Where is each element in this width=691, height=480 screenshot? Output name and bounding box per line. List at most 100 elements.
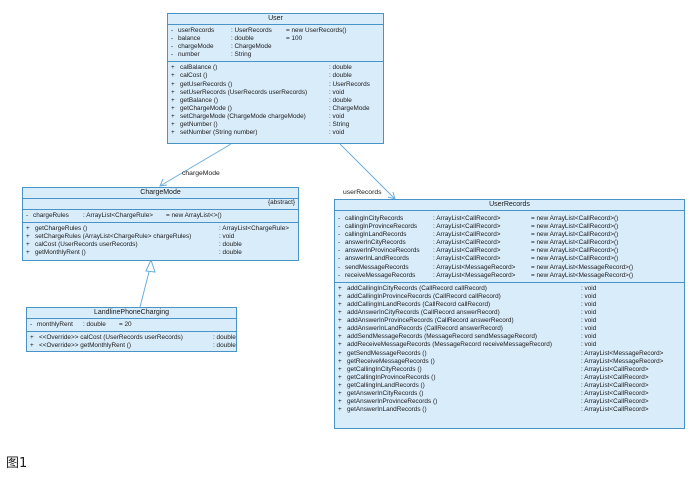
class-landlinephonecharging[interactable]: LandlinePhoneCharging -monthlyRent: doub…	[26, 307, 237, 352]
generalization-line	[139, 267, 151, 308]
visibility-marker: -	[338, 239, 341, 247]
visibility-marker: +	[338, 300, 342, 308]
visibility-marker: -	[338, 223, 341, 231]
userrecords-association-line	[339, 143, 396, 200]
method-signature: getChargeRules ()	[35, 225, 88, 233]
method-return-type: : UserRecords	[329, 80, 370, 88]
method-row: +getReceiveMessageRecords (): ArrayList<…	[335, 358, 684, 366]
attribute-row: -receiveMessageRecords: ArrayList<Messag…	[335, 272, 684, 280]
attribute-type: : ArrayList<CallRecord>	[433, 239, 501, 247]
method-row: +addCallingInCityRecords (CallRecord cal…	[335, 285, 684, 293]
method-row: +setNumber (String number): void	[168, 129, 383, 137]
method-row: +getCallingInLandRecords (): ArrayList<C…	[335, 382, 684, 390]
method-signature: addAnswerInLandRecords (CallRecord answe…	[347, 325, 503, 333]
attribute-name: chargeMode	[178, 43, 214, 51]
attribute-initial-value: = 100	[286, 35, 303, 43]
method-row: +setChargeRules (ArrayList<ChargeRule> c…	[23, 233, 298, 241]
method-row: +<<Override>> calCost (UserRecords userR…	[27, 334, 236, 342]
attribute-type: : ArrayList<CallRecord>	[433, 255, 501, 263]
method-return-type: : String	[329, 121, 350, 129]
visibility-marker: -	[338, 231, 341, 239]
method-return-type: : void	[581, 309, 597, 317]
class-name: UserRecords	[335, 200, 684, 211]
method-return-type: : ChargeMode	[329, 104, 370, 112]
attribute-name: callingInLandRecords	[345, 231, 407, 239]
visibility-marker: -	[30, 321, 33, 328]
attribute-type: : ArrayList<CallRecord>	[433, 247, 501, 255]
attribute-initial-value: = new ArrayList<CallRecord>()	[531, 255, 619, 263]
method-signature: addAnswerInCityRecords (CallRecord answe…	[347, 309, 500, 317]
attribute-type: : ChargeMode	[231, 43, 272, 51]
visibility-marker: -	[338, 263, 341, 271]
method-signature: getReceiveMessageRecords ()	[347, 357, 435, 365]
method-row: +getNumber (): String	[168, 121, 383, 129]
attribute-type: : ArrayList<CallRecord>	[433, 223, 501, 231]
visibility-marker: +	[338, 292, 342, 300]
attribute-name: answerInLandRecords	[345, 255, 409, 263]
method-signature: getCallingInProvinceRecords ()	[347, 373, 436, 381]
method-signature: calBalance ()	[180, 64, 218, 72]
attribute-initial-value: = new ArrayList<CallRecord>()	[531, 247, 619, 255]
method-return-type: : double	[219, 241, 242, 249]
method-row: +addCallingInProvinceRecords (CallRecord…	[335, 293, 684, 301]
class-name: ChargeMode	[23, 188, 298, 199]
method-return-type: : double	[213, 334, 236, 342]
method-row: +<<Override>> getMonthlyRent (): double	[27, 342, 236, 350]
attribute-row: -answerInCityRecords: ArrayList<CallReco…	[335, 239, 684, 247]
method-return-type: : void	[329, 88, 345, 96]
class-userrecords[interactable]: UserRecords -callingInCityRecords: Array…	[334, 199, 685, 429]
generalization-arrowhead	[145, 258, 156, 273]
attribute-initial-value: = new ArrayList<CallRecord>()	[531, 231, 619, 239]
attribute-initial-value: = new UserRecords()	[286, 27, 347, 34]
method-signature: setNumber (String number)	[180, 129, 258, 137]
method-signature: addAnswerInProvinceRecords (CallRecord a…	[347, 317, 514, 325]
visibility-marker: -	[338, 215, 341, 222]
visibility-marker: +	[338, 365, 342, 373]
method-signature: getAnswerInProvinceRecords ()	[347, 398, 438, 406]
class-chargemode[interactable]: ChargeMode {abstract} -chargeRules: Arra…	[22, 187, 299, 261]
attribute-row: -monthlyRent: double= 20	[27, 321, 236, 329]
attribute-type: : double	[231, 35, 254, 43]
method-row: +setUserRecords (UserRecords userRecords…	[168, 89, 383, 97]
method-row: +getAnswerInLandRecords (): ArrayList<Ca…	[335, 406, 684, 414]
method-return-type: : void	[581, 300, 597, 308]
visibility-marker: -	[171, 43, 174, 51]
method-signature: addSendMessageRecords (MessageRecord sen…	[347, 333, 538, 341]
method-return-type: : ArrayList<CallRecord>	[581, 398, 649, 406]
visibility-marker: +	[338, 309, 342, 317]
attribute-name: number	[178, 51, 200, 59]
chargemode-association-line	[159, 143, 232, 187]
method-row: +getAnswerInCityRecords (): ArrayList<Ca…	[335, 390, 684, 398]
method-row: +getChargeRules (): ArrayList<ChargeRule…	[23, 225, 298, 233]
chargemode-association-label: chargeMode	[182, 170, 220, 177]
method-signature: calCost (UserRecords userRecords)	[35, 241, 138, 249]
methods-section: +addCallingInCityRecords (CallRecord cal…	[335, 283, 684, 417]
method-signature: <<Override>> calCost (UserRecords userRe…	[39, 334, 183, 342]
attribute-initial-value: = new ArrayList<CallRecord>()	[531, 215, 619, 222]
visibility-marker: +	[171, 64, 175, 72]
class-user[interactable]: User -userRecords: UserRecords= new User…	[167, 13, 384, 144]
visibility-marker: +	[26, 241, 30, 249]
method-row: + addSendMessageRecords (MessageRecord se…	[335, 333, 684, 341]
method-return-type: : void	[329, 129, 345, 137]
methods-section: +calBalance (): double+calCost (): doubl…	[168, 62, 383, 139]
visibility-marker: +	[338, 349, 342, 357]
method-row: +getMonthlyRent (): double	[23, 249, 298, 257]
attribute-row: -chargeMode : ChargeMode	[168, 43, 383, 51]
visibility-marker: +	[338, 333, 342, 341]
attribute-initial-value: = 20	[119, 321, 132, 328]
attribute-name: callingInCityRecords	[345, 215, 404, 222]
visibility-marker: +	[171, 96, 175, 104]
visibility-marker: -	[26, 212, 29, 219]
visibility-marker: +	[30, 342, 34, 350]
attribute-row: -answerInLandRecords: ArrayList<CallReco…	[335, 255, 684, 263]
visibility-marker: +	[338, 389, 342, 397]
abstract-stereotype: {abstract}	[267, 199, 295, 206]
method-return-type: : ArrayList<CallRecord>	[581, 373, 649, 381]
method-row: +addReceiveMessageRecords (MessageRecord…	[335, 341, 684, 349]
attribute-row: -sendMessageRecords: ArrayList<MessageRe…	[335, 264, 684, 272]
method-signature: getAnswerInLandRecords ()	[347, 406, 427, 414]
attribute-type: : UserRecords	[231, 27, 272, 34]
method-signature: <<Override>> getMonthlyRent ()	[39, 342, 131, 350]
attributes-section: -callingInCityRecords: ArrayList<CallRec…	[335, 211, 684, 283]
